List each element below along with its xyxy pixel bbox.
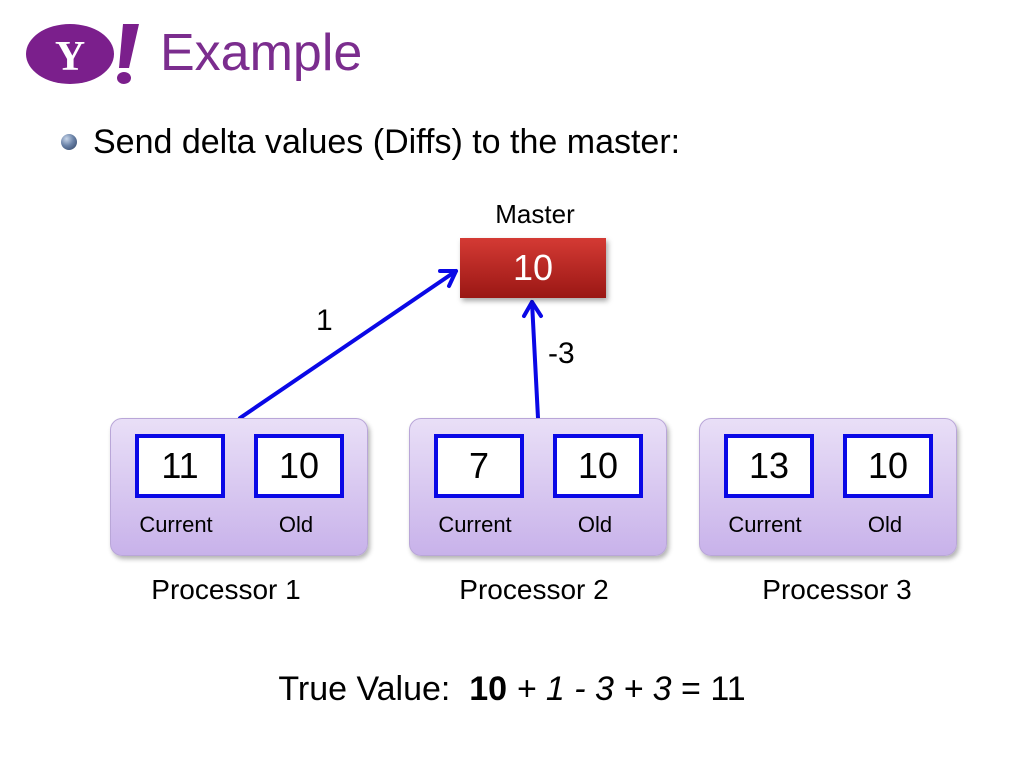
processor-3-old-label: Old [867,512,903,537]
processor-2-box: 7 10 Current Old [409,418,667,556]
processor-1-old-label: Old [278,512,314,537]
processor-3-current-label: Current [728,512,802,537]
arrowhead-processor2 [522,300,543,318]
diff-label-processor2: -3 [548,337,575,370]
yahoo-logo: Y [26,24,139,84]
processor-3-current-value: 13 [724,434,814,498]
processor-3-box: 13 10 Current Old [699,418,957,556]
master-value-box: 10 [460,238,606,298]
slide-title: Example [160,24,363,82]
processor-1-box: 11 10 Current Old [110,418,368,556]
processor-1-current-label: Current [139,512,213,537]
processor-1-current-value: 11 [135,434,225,498]
processor-1-name: Processor 1 [151,574,301,605]
true-value-label: True Value: [278,670,451,708]
processor-3-name: Processor 3 [762,574,912,605]
processor-1-old-value: 10 [254,434,344,498]
true-value-expression: + 1 - 3 + 3 [516,670,672,708]
processor-2-name: Processor 2 [459,574,609,605]
master-label: Master [495,199,575,229]
true-value-equals: = [681,670,701,708]
true-value-equation: True Value: 10 + 1 - 3 + 3 = 11 [0,668,1024,710]
arrowhead-processor1 [438,269,458,288]
processor-2-current-label: Current [438,512,512,537]
true-value-base: 10 [469,670,508,708]
processor-3-old-value: 10 [843,434,933,498]
bullet-icon [61,134,77,150]
arrow-processor1-to-master [238,269,458,420]
processor-2-current-value: 7 [434,434,524,498]
arrow-processor2-to-master [530,300,540,420]
processor-2-old-label: Old [577,512,613,537]
true-value-result: 11 [710,670,746,708]
svg-text:Y: Y [55,34,85,80]
diff-label-processor1: 1 [316,304,333,337]
processor-2-old-value: 10 [553,434,643,498]
bullet-text: Send delta values (Diffs) to the master: [93,123,681,161]
